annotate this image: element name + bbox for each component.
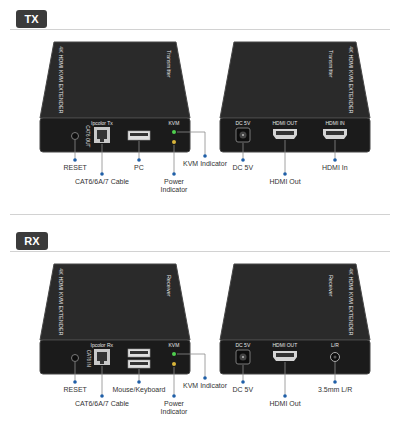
device-print: DC 5V: [236, 343, 251, 348]
part-label: HDMI Out: [270, 400, 301, 408]
device-print: KVM: [169, 121, 180, 126]
device-print: Receiver: [327, 275, 333, 297]
part-label: Power Indicator: [152, 400, 196, 416]
section-title: RX: [24, 234, 40, 248]
rx-receiver-front: [40, 264, 190, 374]
part-label: HDMI In: [322, 164, 348, 172]
section-badge: RX: [16, 232, 48, 250]
device-print: DC 5V: [236, 121, 251, 126]
device-print: 4K HDMI KVM EXTENDER: [57, 268, 63, 335]
rx-leader-lines: [75, 354, 335, 396]
part-label: CAT6/6A/7 Cable: [75, 400, 129, 408]
part-label: CAT6/6A/7 Cable: [75, 178, 129, 186]
rx-receiver-back: [220, 264, 370, 374]
part-label: KVM Indicator: [183, 160, 227, 168]
device-print: L/R: [331, 343, 339, 348]
part-label: DC 5V: [233, 164, 254, 172]
device-print: KVM: [169, 343, 180, 348]
device-print: 4K HDMI KVM EXTENDER: [347, 268, 353, 335]
device-print: Transmitter: [327, 50, 333, 78]
section-rules: [10, 30, 390, 252]
part-label: Mouse/Keyboard: [113, 386, 166, 394]
device-print: Ipcolor Rx: [91, 343, 114, 348]
device-print: HDMI OUT: [273, 121, 298, 126]
device-print: CAT6 IN: [85, 349, 90, 366]
part-label: Power Indicator: [152, 178, 196, 194]
part-label: 3.5mm L/R: [318, 386, 352, 394]
part-label: DC 5V: [233, 386, 254, 394]
section-badge: TX: [16, 10, 47, 28]
device-print: 4K HDMI KVM EXTENDER: [347, 46, 353, 113]
tx-transmitter-front: [40, 42, 190, 152]
tx-leader-lines: [75, 132, 335, 174]
part-label: RESET: [64, 164, 87, 172]
part-label: PC: [134, 164, 144, 172]
tx-transmitter-back: [220, 42, 370, 152]
tx-leader-dots: [73, 154, 337, 176]
part-label: KVM Indicator: [183, 382, 227, 390]
device-print: 4K HDMI KVM EXTENDER: [57, 46, 63, 113]
section-title: TX: [24, 12, 39, 26]
device-print: Ipcolor Tx: [91, 121, 113, 126]
part-label: HDMI Out: [270, 178, 301, 186]
device-print: HDMI IN: [326, 121, 345, 126]
rx-leader-dots: [73, 376, 337, 398]
device-print: HDMI OUT: [273, 343, 298, 348]
device-print: CAT6 OUT: [85, 125, 90, 147]
part-label: RESET: [64, 386, 87, 394]
device-print: Transmitter: [165, 50, 171, 78]
device-print: Receiver: [165, 275, 171, 297]
